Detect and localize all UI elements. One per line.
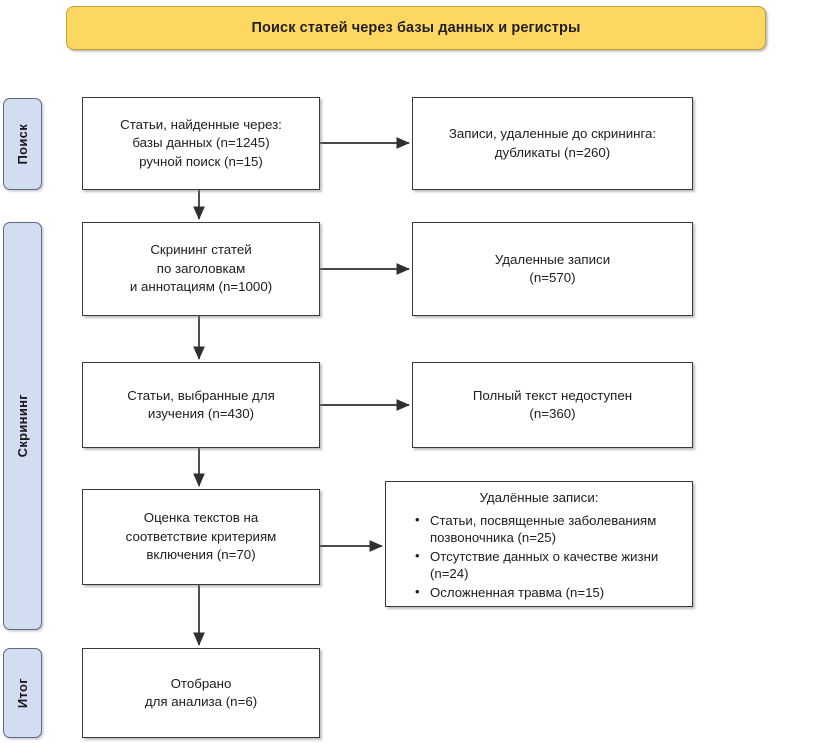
stage-label-search: Поиск (3, 98, 42, 190)
excluded-reasons-list: Статьи, посвященные заболеваниям позвоно… (396, 511, 682, 601)
excluded-reason-item: Осложненная травма (n=15) (415, 583, 682, 601)
box-studies-included: Отобрано для анализа (n=6) (82, 648, 320, 738)
box-reports-assessed: Оценка текстов на соответствие критериям… (82, 489, 320, 585)
box-records-excluded-screening-text: Удаленные записи (n=570) (494, 251, 611, 285)
box-reports-sought: Статьи, выбранные для изучения (n=430) (82, 362, 320, 448)
stage-label-screening: Скрининг (3, 222, 42, 630)
box-records-identified: Статьи, найденные через: базы данных (n=… (82, 97, 320, 190)
box-reports-not-retrieved-text: Полный текст недоступен (n=360) (472, 387, 633, 421)
box-records-removed-duplicates: Записи, удаленные до скрининга: дубликат… (412, 97, 693, 190)
stage-label-result-text: Итог (15, 677, 30, 709)
box-records-removed-duplicates-text: Записи, удаленные до скрининга: дубликат… (448, 126, 657, 160)
box-records-screened-text: Скрининг статей по заголовкам и аннотаци… (129, 242, 273, 295)
box-records-excluded-screening: Удаленные записи (n=570) (412, 222, 693, 316)
box-records-screened: Скрининг статей по заголовкам и аннотаци… (82, 222, 320, 316)
box-records-identified-text: Статьи, найденные через: базы данных (n=… (120, 116, 282, 169)
diagram-title: Поиск статей через базы данных и регистр… (251, 20, 581, 36)
box-reports-sought-text: Статьи, выбранные для изучения (n=430) (127, 387, 275, 421)
box-studies-included-text: Отобрано для анализа (n=6) (144, 675, 258, 709)
box-reports-assessed-text: Оценка текстов на соответствие критериям… (125, 510, 277, 563)
excluded-reason-item: Отсутствие данных о качестве жизни (n=24… (415, 547, 682, 583)
stage-label-search-text: Поиск (15, 123, 30, 165)
box-reports-excluded-fulltext: Удалённые записи: Статьи, посвященные за… (385, 481, 693, 607)
box-reports-not-retrieved: Полный текст недоступен (n=360) (412, 362, 693, 448)
diagram-header-banner: Поиск статей через базы данных и регистр… (66, 6, 766, 50)
excluded-reason-item: Статьи, посвященные заболеваниям позвоно… (415, 511, 682, 547)
stage-label-result: Итог (3, 648, 42, 738)
stage-label-screening-text: Скрининг (15, 394, 30, 458)
box-reports-excluded-fulltext-title: Удалённые записи: (479, 490, 599, 505)
